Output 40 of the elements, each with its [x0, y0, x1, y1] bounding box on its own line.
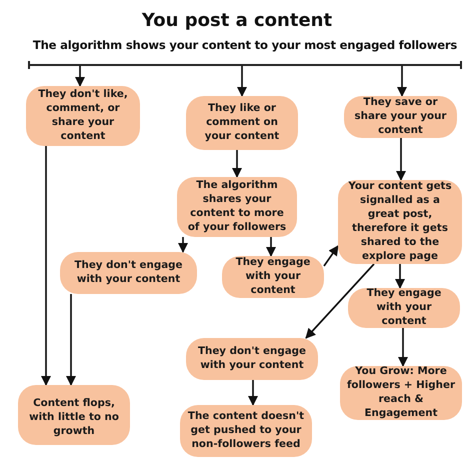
node-text: They don't like, comment, or share your content — [38, 88, 128, 142]
process-box — [60, 252, 197, 294]
node-text: The algorithm shares your content to more of your followers — [188, 179, 286, 233]
node-text: They engage with your content — [236, 256, 310, 296]
node-text: They engage with your content — [366, 287, 442, 327]
node-text: Content flops, with little to no growth — [29, 397, 119, 437]
process-box — [338, 180, 462, 264]
node-text: You Grow: More followers + Higher reach & Engagement — [346, 365, 456, 419]
node-text: They don't engage with your content — [74, 259, 183, 285]
arrow — [74, 64, 86, 88]
node-text: Your content gets signalled as a great post, therefore it gets shared to the explore page — [348, 180, 452, 262]
process-box — [26, 86, 140, 146]
arrow — [396, 64, 408, 98]
process-box — [348, 288, 460, 328]
arrow — [232, 150, 242, 178]
arrow — [266, 237, 276, 258]
arrow — [248, 380, 258, 406]
process-box — [186, 338, 318, 380]
subtitle-text: The algorithm shows your content to your most engaged followers — [32, 38, 458, 52]
process-box — [186, 96, 298, 150]
arrow — [40, 146, 52, 386]
arrow — [394, 264, 406, 290]
node-text: The content doesn't get pushed to your non-followers feed — [188, 410, 304, 450]
arrow — [398, 328, 408, 368]
node-text: They save or share your your content — [354, 96, 447, 136]
title: You post a content — [140, 10, 334, 31]
node-text: They like or comment on your content — [204, 102, 280, 142]
arrow — [323, 245, 339, 266]
node-text: They don't engage with your content — [198, 345, 306, 371]
process-box — [222, 256, 324, 298]
bracket-bar — [28, 38, 462, 66]
arrow — [236, 64, 248, 98]
process-box — [18, 385, 130, 445]
arrow — [66, 294, 76, 386]
arrow — [178, 237, 188, 254]
process-box — [177, 177, 297, 237]
process-box — [180, 405, 312, 457]
process-box — [344, 96, 457, 138]
arrow — [396, 138, 406, 182]
arrow — [305, 263, 375, 339]
